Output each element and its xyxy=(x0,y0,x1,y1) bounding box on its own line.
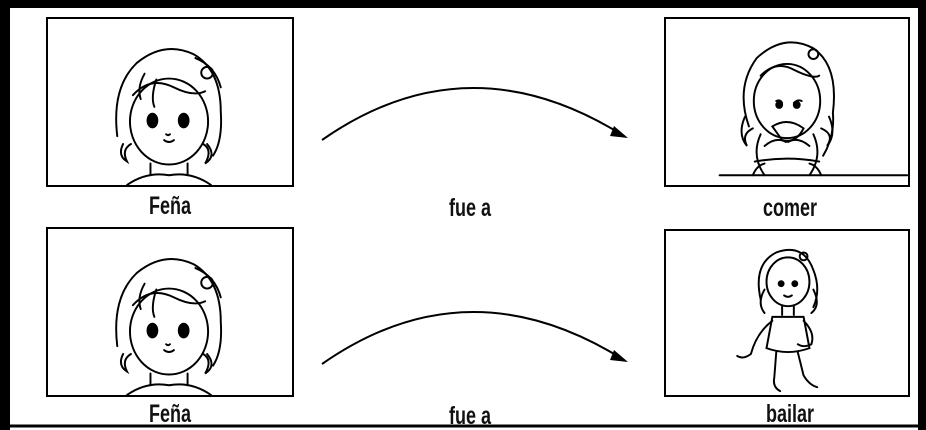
girl-eating-icon xyxy=(718,41,908,177)
activity-image-panel-1 xyxy=(664,17,910,187)
subject-portrait-panel-2 xyxy=(46,227,294,397)
verb-label-2: fue a xyxy=(448,402,492,430)
arrow-1 xyxy=(321,87,628,141)
girl-portrait-icon xyxy=(115,48,223,185)
subject-label-2: Feña xyxy=(148,400,192,428)
verb-label-1: fue a xyxy=(448,194,492,222)
activity-label-1: comer xyxy=(762,194,818,222)
arrow-2 xyxy=(321,311,628,365)
activity-label-2: bailar xyxy=(765,400,815,428)
subject-label-1: Feña xyxy=(148,192,192,220)
subject-portrait-panel-1 xyxy=(46,17,294,187)
girl-dancing-icon xyxy=(736,248,819,393)
activity-image-panel-2 xyxy=(664,229,910,397)
girl-portrait-icon xyxy=(115,258,223,395)
